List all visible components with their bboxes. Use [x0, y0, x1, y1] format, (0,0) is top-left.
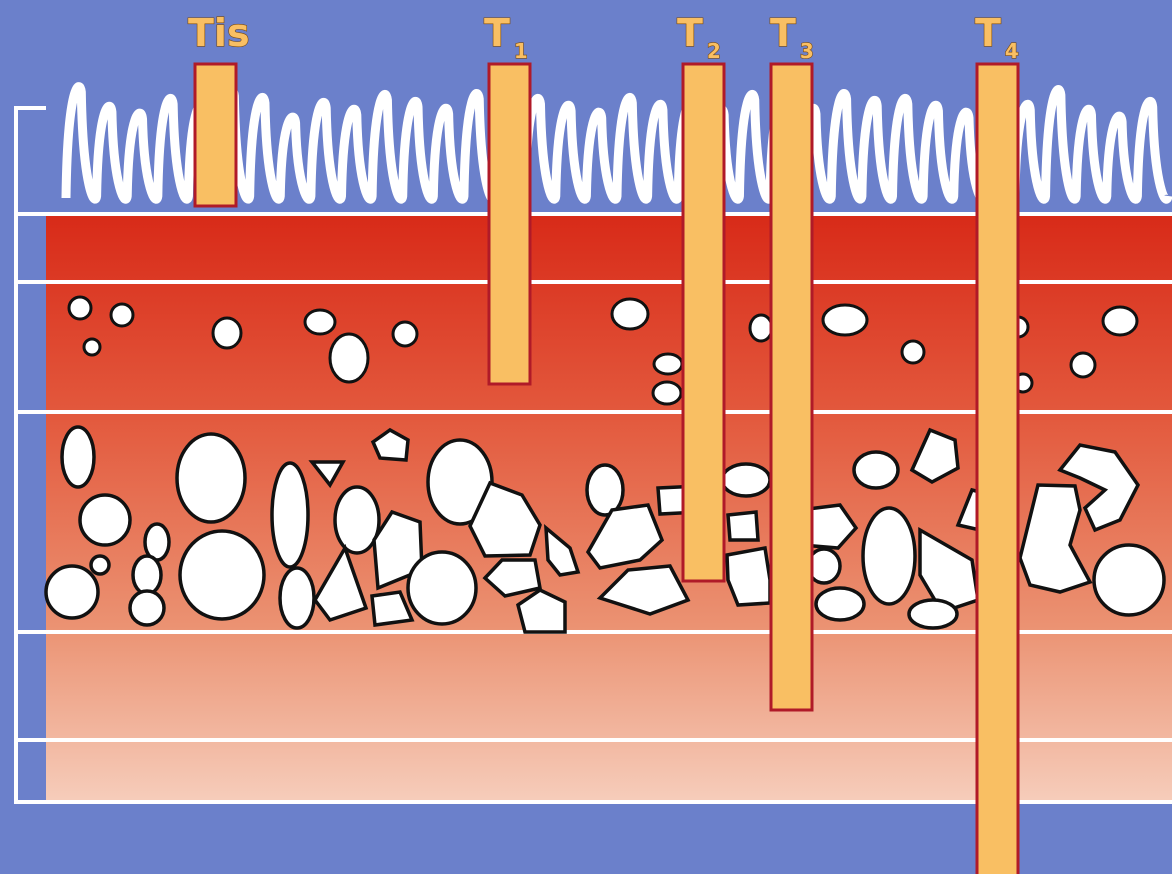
- layer-bracket: [16, 108, 46, 802]
- stage-bar-t3: [771, 64, 812, 710]
- stage-bar-t4: [977, 64, 1018, 874]
- stage-bar-t2: [683, 64, 724, 581]
- stage-bar-t1: [489, 64, 530, 384]
- stage-bar-tis: [195, 64, 236, 206]
- stage-label-tis: Tis: [188, 11, 250, 55]
